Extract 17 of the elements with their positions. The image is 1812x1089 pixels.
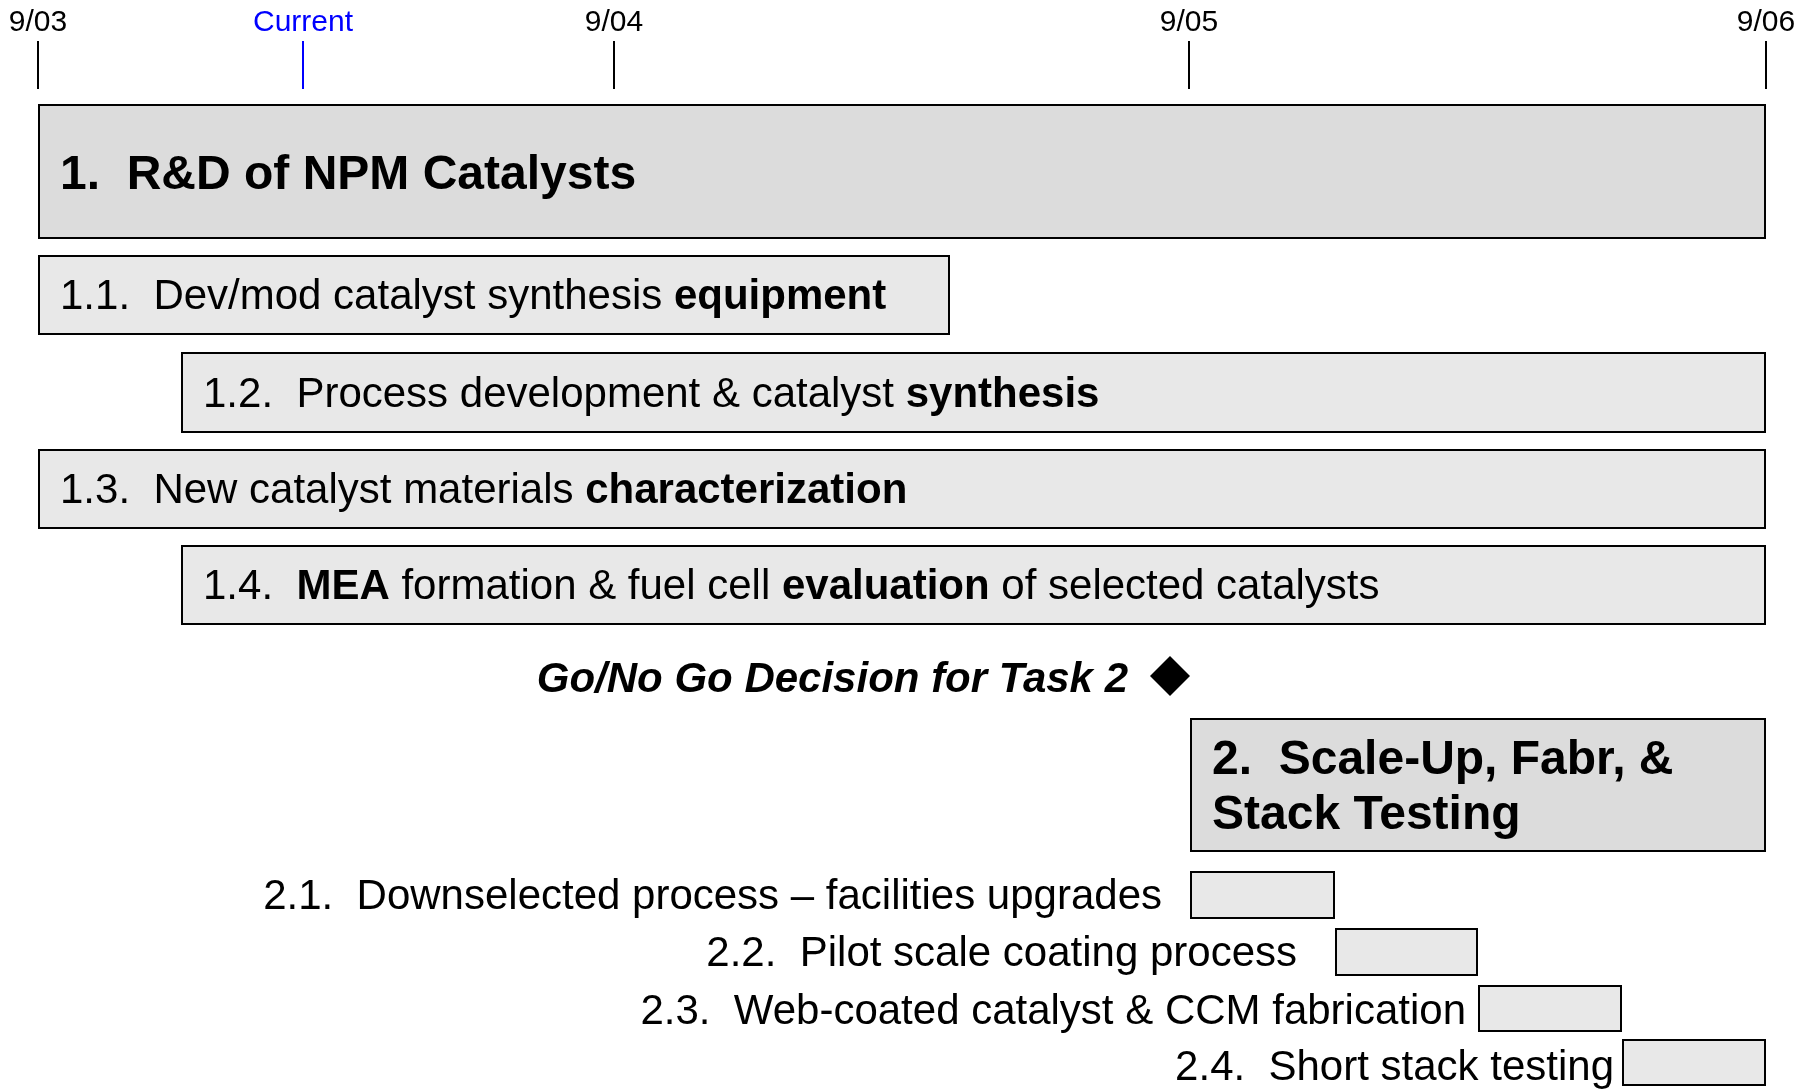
milestone-diamond — [1150, 656, 1190, 696]
date-label: 9/06 — [1736, 4, 1796, 38]
task-bar — [1478, 985, 1622, 1032]
task-label: 1.2. Process development & catalyst synthesis — [203, 368, 1101, 417]
task-bar — [1622, 1039, 1766, 1086]
date-label: 9/05 — [1159, 4, 1219, 38]
task-bar — [1190, 871, 1335, 919]
milestone-label: Go/No Go Decision for Task 2 — [536, 658, 1128, 698]
task-label: 1.3. New catalyst materials characterization — [60, 465, 909, 513]
date-label: 9/03 — [8, 4, 68, 38]
task-bar — [1335, 928, 1478, 976]
task-label: 1.4. MEA formation & fuel cell evaluation of selected catalysts — [203, 561, 1381, 609]
date-label: 9/04 — [584, 4, 644, 38]
task-heading: 1. R&D of NPM Catalysts — [60, 144, 638, 199]
task-label: 1.1. Dev/mod catalyst synthesis equipment — [60, 271, 888, 319]
current-date-label: Current — [253, 4, 353, 38]
task-heading: 2. Scale-Up, Fabr, & Stack Testing — [1212, 730, 1675, 840]
